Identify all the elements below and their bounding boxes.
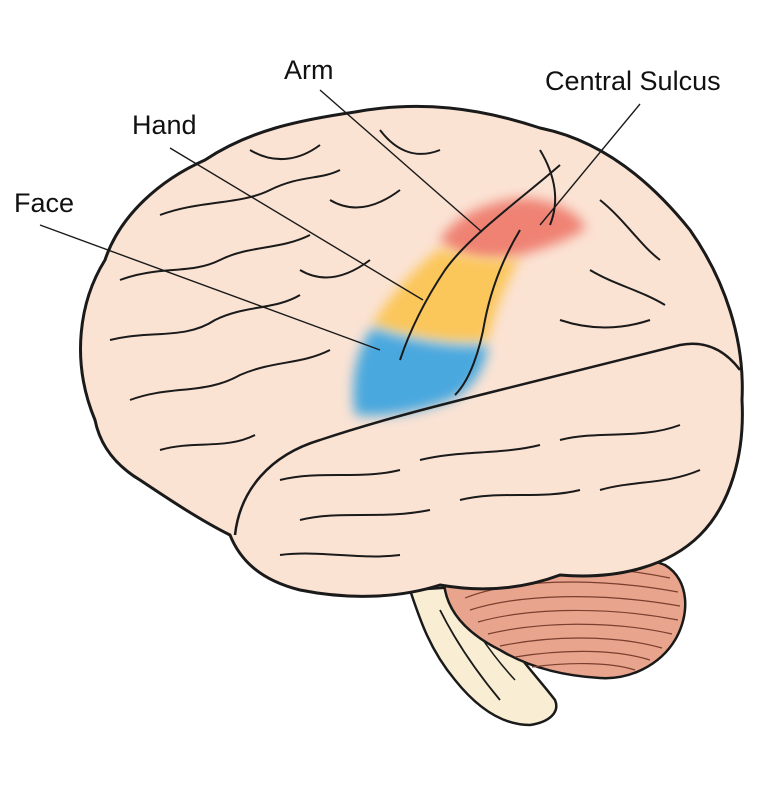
- hand-leader-line: [169, 147, 424, 301]
- face-label: Face: [14, 188, 75, 218]
- leader-lines: [39, 89, 641, 351]
- central-sulcus-label: Central Sulcus: [545, 66, 721, 96]
- hand-label: Hand: [132, 110, 197, 140]
- hand-region: [372, 248, 520, 342]
- arm-label: Arm: [284, 55, 334, 85]
- face-region: [353, 328, 488, 416]
- central-sulcus-leader-line: [539, 103, 641, 226]
- arm-leader-line: [319, 89, 483, 233]
- gyri-lines: [109, 129, 701, 558]
- face-leader-line: [39, 224, 381, 351]
- temporal-lobe-outline: [233, 342, 741, 536]
